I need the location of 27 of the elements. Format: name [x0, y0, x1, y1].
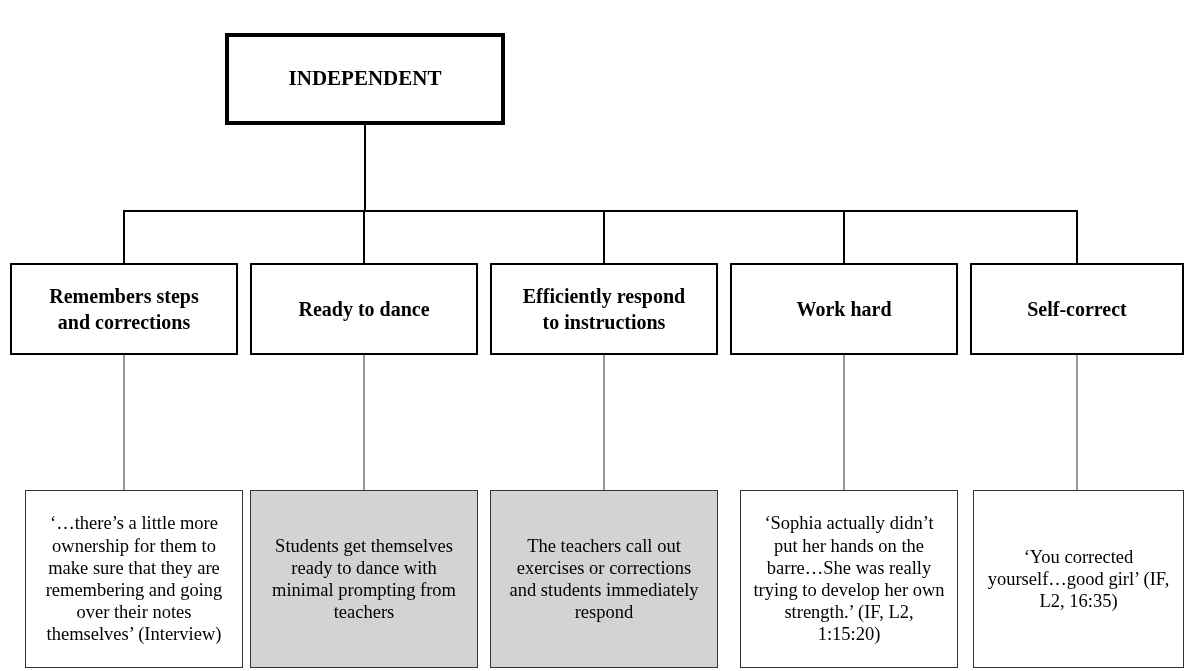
quote-box: [973, 490, 1184, 668]
description-box: [250, 490, 478, 668]
category-box: [730, 263, 958, 355]
connector-line: [843, 354, 845, 491]
quote-text: ‘Sophia actually didn’t put her hands on the barre…She was really trying to develop her own strength.’ (IF, L2, 1:15:20): [753, 512, 945, 646]
category-box: [10, 263, 238, 355]
heading-text: Ready to dance: [298, 297, 430, 322]
quote-text: ‘You corrected yourself…good girl’ (IF, L2, 16:35): [986, 545, 1171, 613]
connector-line: [1076, 354, 1078, 491]
title-box: [225, 33, 505, 125]
connector-line: [603, 354, 605, 491]
quote-box: [740, 490, 958, 668]
quote-box: [25, 490, 243, 668]
connector-line: [123, 354, 125, 491]
heading-text: INDEPENDENT: [288, 65, 442, 93]
quote-text: ‘…there’s a little more ownership for them to make sure that they are remembering and going over their notes themselves’ (Interview): [44, 512, 224, 646]
quote-text: Students get themselves ready to dance with minimal prompting from teachers: [271, 534, 457, 624]
heading-text: Remembers steps and corrections: [48, 284, 200, 335]
quote-text: The teachers call out exercises or corrections and students immediately respond: [508, 534, 700, 624]
connector-line: [363, 354, 365, 491]
description-box: [490, 490, 718, 668]
category-box: [970, 263, 1184, 355]
heading-text: Work hard: [796, 297, 892, 322]
category-box: [250, 263, 478, 355]
category-box: [490, 263, 718, 355]
heading-text: Efficiently respond to instructions: [521, 284, 687, 335]
heading-text: Self-correct: [1027, 297, 1127, 322]
